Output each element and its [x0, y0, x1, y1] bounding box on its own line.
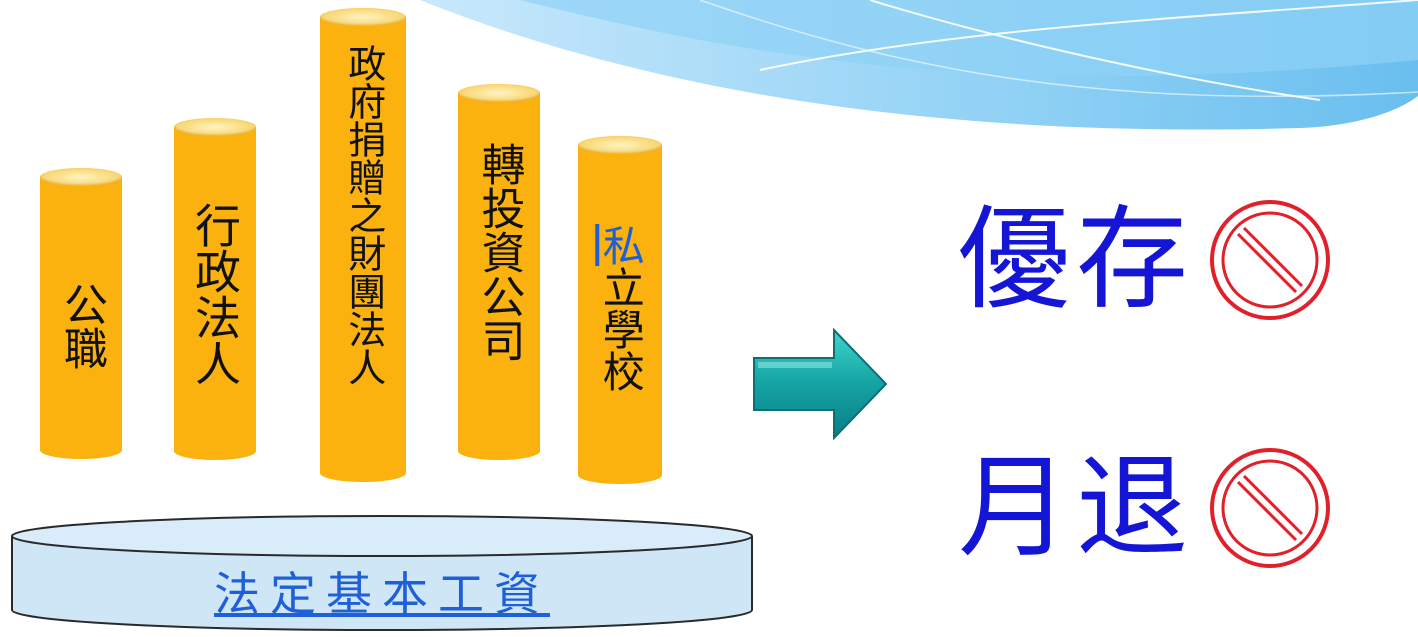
outcome-label: 優存: [958, 195, 1194, 325]
prohibited-icon: [1210, 448, 1330, 568]
pillar-label-prefix: 私: [596, 224, 646, 266]
base-platform: 法定基本工資: [10, 514, 754, 632]
outcome-monthly-pension: 月退: [958, 446, 1332, 570]
right-arrow-icon: [753, 328, 888, 440]
decorative-swoosh: [420, 0, 1418, 130]
pillar-private-school: 私立學校: [578, 136, 662, 484]
pillar-administrative-corporation: 行政法人: [174, 118, 256, 460]
outcome-preferential-deposit: 優存: [958, 198, 1332, 322]
pillar-label: 政府捐贈之財團法人: [341, 44, 386, 386]
pillar-label: 立學校: [596, 266, 646, 392]
pillar-label: 行政法人: [188, 202, 242, 386]
prohibited-icon: [1210, 200, 1330, 320]
pillar-civil-service: 公職: [40, 168, 122, 459]
outcome-label: 月退: [958, 443, 1194, 573]
pillar-government-donated-foundation: 政府捐贈之財團法人: [320, 8, 406, 482]
pillar-reinvested-company: 轉投資公司: [458, 84, 540, 460]
pillar-label: 轉投資公司: [473, 142, 525, 362]
base-label: 法定基本工資: [214, 567, 550, 621]
pillar-label: 公職: [56, 282, 107, 370]
